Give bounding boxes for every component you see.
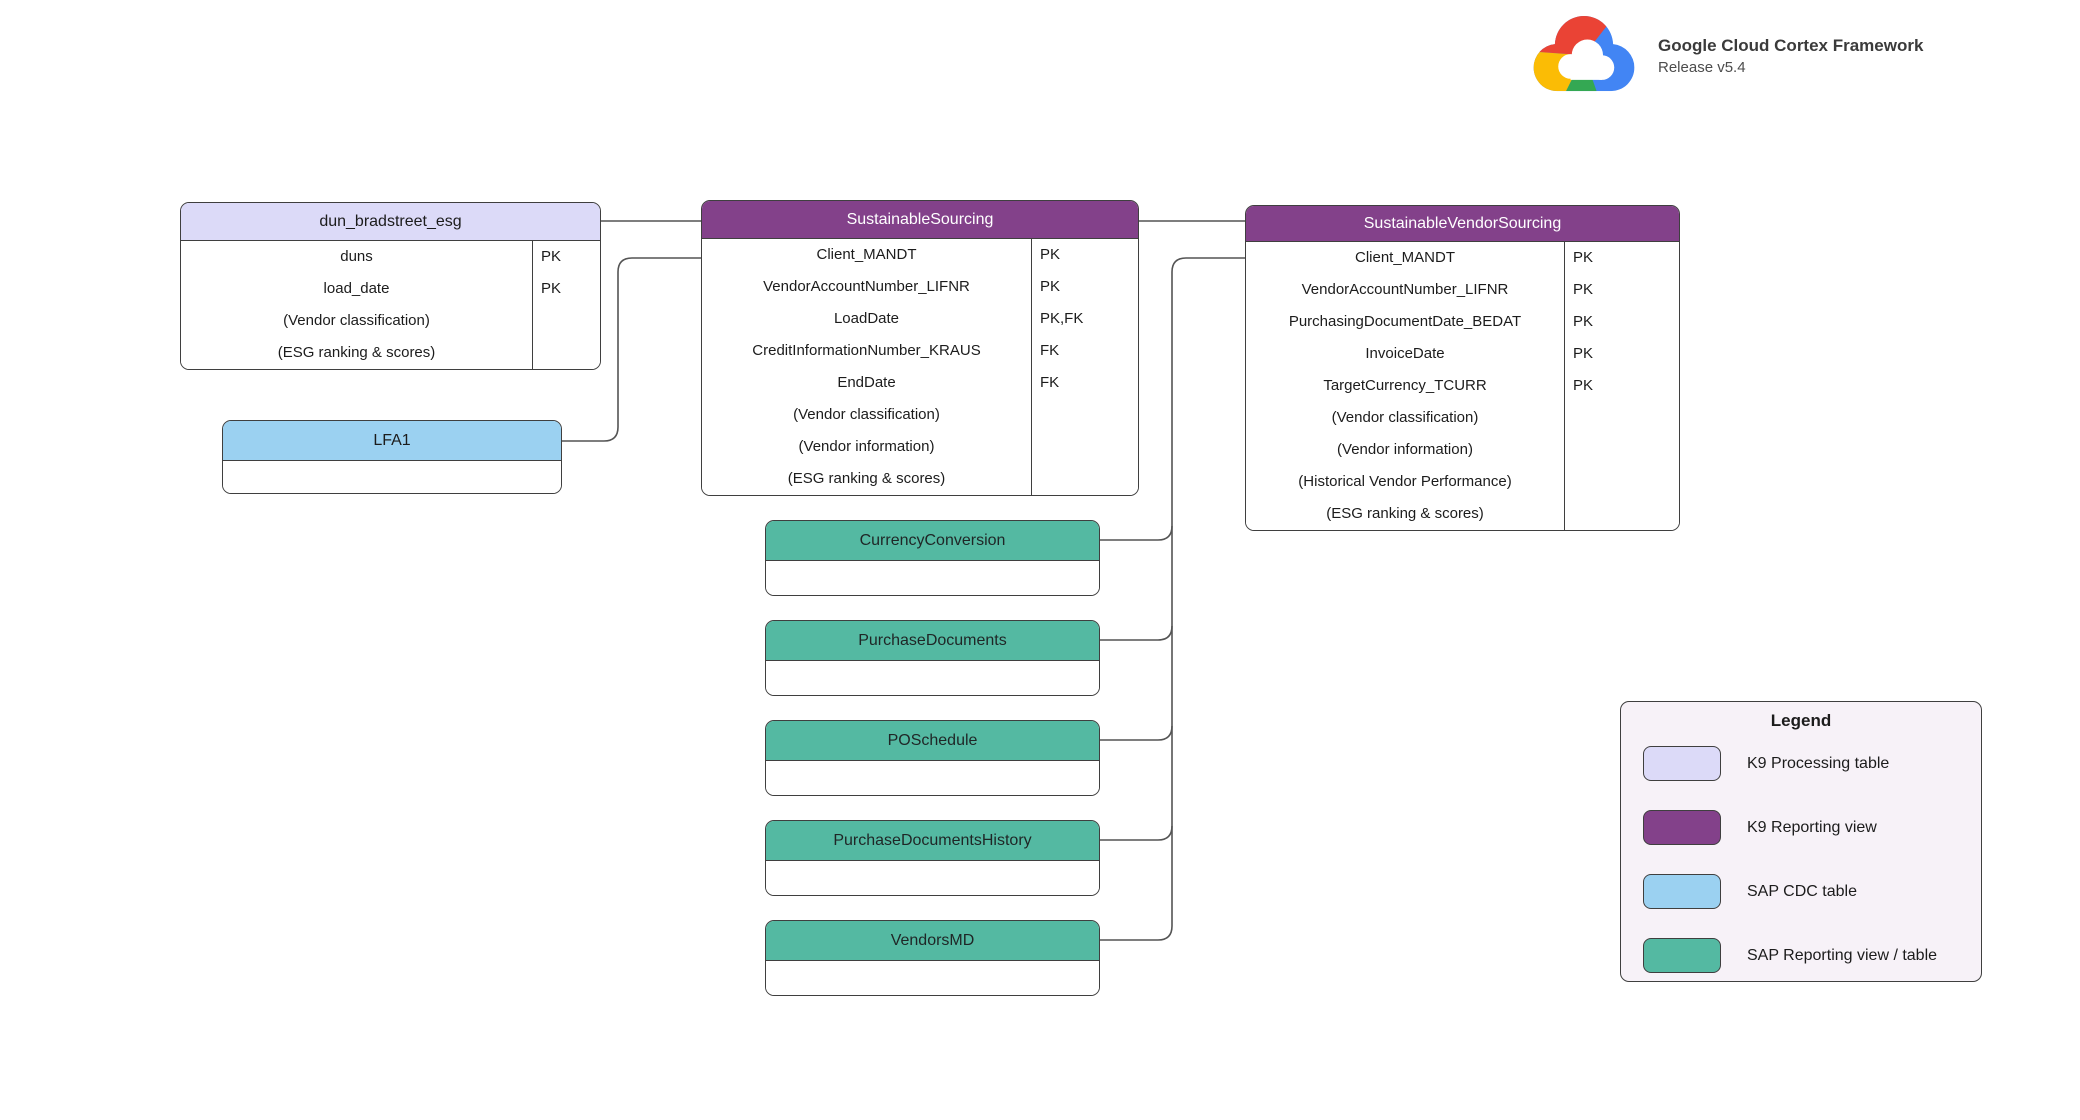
field-key: PK [532, 273, 600, 305]
field-key [1031, 399, 1138, 431]
field-key [1031, 431, 1138, 463]
field-name: load_date [323, 280, 390, 297]
table-po-schedule: POSchedule [765, 720, 1100, 796]
connector-purchase-documents [1100, 625, 1173, 641]
field-name: (Vendor classification) [283, 312, 430, 329]
legend-swatch-k9-processing [1643, 746, 1721, 781]
legend: Legend K9 Processing table K9 Reporting … [1620, 701, 1982, 982]
table-currency-conversion: CurrencyConversion [765, 520, 1100, 596]
field-name: (Vendor information) [1337, 441, 1473, 458]
field-name: Client_MANDT [816, 246, 917, 263]
table-body [766, 761, 1099, 795]
table-lfa1: LFA1 [222, 420, 562, 494]
field-key [532, 337, 600, 369]
table-body: duns PK load_date PK (Vendor classificat… [181, 241, 600, 369]
field-key: FK [1031, 335, 1138, 367]
field-key: PK [1564, 306, 1679, 338]
table-body [766, 961, 1099, 995]
table-sustainable-sourcing: SustainableSourcing Client_MANDT PK Vend… [701, 200, 1139, 496]
field-key: PK,FK [1031, 303, 1138, 335]
connector-po-schedule [1100, 725, 1173, 741]
field-key: PK [1031, 239, 1138, 271]
table-purchase-documents: PurchaseDocuments [765, 620, 1100, 696]
legend-label: SAP CDC table [1747, 883, 1857, 900]
table-body: Client_MANDT PK VendorAccountNumber_LIFN… [702, 239, 1138, 495]
legend-label: K9 Processing table [1747, 755, 1890, 772]
field-name: duns [340, 248, 373, 265]
field-name: PurchasingDocumentDate_BEDAT [1288, 313, 1522, 330]
field-name: (ESG ranking & scores) [787, 470, 946, 487]
brand-release-version: Release v5.4 [1658, 59, 1746, 76]
table-title: PurchaseDocumentsHistory [766, 821, 1099, 861]
table-title: SustainableSourcing [702, 201, 1138, 239]
field-key: PK [1564, 370, 1679, 402]
field-key: PK [532, 241, 600, 273]
field-name: CreditInformationNumber_KRAUS [752, 342, 981, 359]
field-key: PK [1564, 274, 1679, 306]
table-body [766, 861, 1099, 895]
field-name: (ESG ranking & scores) [277, 344, 436, 361]
connector-currency-conversion [1100, 525, 1173, 541]
field-name: (Historical Vendor Performance) [1298, 473, 1512, 490]
legend-label: SAP Reporting view / table [1747, 947, 1938, 964]
brand-title: Google Cloud Cortex Framework [1658, 36, 1924, 55]
table-sustainable-vendor-sourcing: SustainableVendorSourcing Client_MANDT P… [1245, 205, 1680, 531]
field-name: Client_MANDT [1354, 249, 1456, 266]
legend-swatch-k9-reporting [1643, 810, 1721, 845]
table-title: POSchedule [766, 721, 1099, 761]
table-title: PurchaseDocuments [766, 621, 1099, 661]
legend-item: SAP Reporting view / table [1621, 938, 1981, 973]
field-key [1564, 434, 1679, 466]
field-key [1564, 402, 1679, 434]
field-name: (Vendor classification) [1331, 409, 1479, 426]
legend-item: SAP CDC table [1621, 874, 1981, 909]
field-key: FK [1031, 367, 1138, 399]
table-title: VendorsMD [766, 921, 1099, 961]
google-cloud-logo-icon [1533, 16, 1635, 92]
field-key [532, 305, 600, 337]
field-key [1564, 498, 1679, 530]
legend-swatch-sap-cdc [1643, 874, 1721, 909]
table-body [223, 461, 561, 493]
legend-item: K9 Processing table [1621, 746, 1981, 781]
table-body [766, 561, 1099, 595]
field-name: LoadDate [833, 310, 900, 327]
connector-purchase-documents-history [1100, 825, 1173, 841]
table-purchase-documents-history: PurchaseDocumentsHistory [765, 820, 1100, 896]
table-dun-bradstreet-esg: dun_bradstreet_esg duns PK load_date PK … [180, 202, 601, 370]
field-name: (Vendor classification) [793, 406, 940, 423]
table-body [766, 661, 1099, 695]
table-vendors-md: VendorsMD [765, 920, 1100, 996]
brand-text: Google Cloud Cortex Framework Release v5… [1658, 36, 1923, 77]
field-name: EndDate [837, 374, 896, 391]
table-title: LFA1 [223, 421, 561, 461]
field-name: TargetCurrency_TCURR [1323, 377, 1487, 394]
legend-label: K9 Reporting view [1747, 819, 1877, 836]
table-title: CurrencyConversion [766, 521, 1099, 561]
field-key: PK [1564, 338, 1679, 370]
legend-swatch-sap-reporting [1643, 938, 1721, 973]
table-body: Client_MANDT PK VendorAccountNumber_LIFN… [1246, 242, 1679, 530]
field-key: PK [1031, 271, 1138, 303]
field-name: VendorAccountNumber_LIFNR [1301, 281, 1509, 298]
field-name: VendorAccountNumber_LIFNR [763, 278, 970, 295]
table-title: SustainableVendorSourcing [1246, 206, 1679, 242]
field-key [1031, 463, 1138, 495]
field-key: PK [1564, 242, 1679, 274]
field-key [1564, 466, 1679, 498]
field-name: InvoiceDate [1365, 345, 1445, 362]
table-title: dun_bradstreet_esg [181, 203, 600, 241]
legend-item: K9 Reporting view [1621, 810, 1981, 845]
field-name: (ESG ranking & scores) [1326, 505, 1484, 522]
legend-title: Legend [1770, 711, 1832, 730]
field-name: (Vendor information) [798, 438, 935, 455]
